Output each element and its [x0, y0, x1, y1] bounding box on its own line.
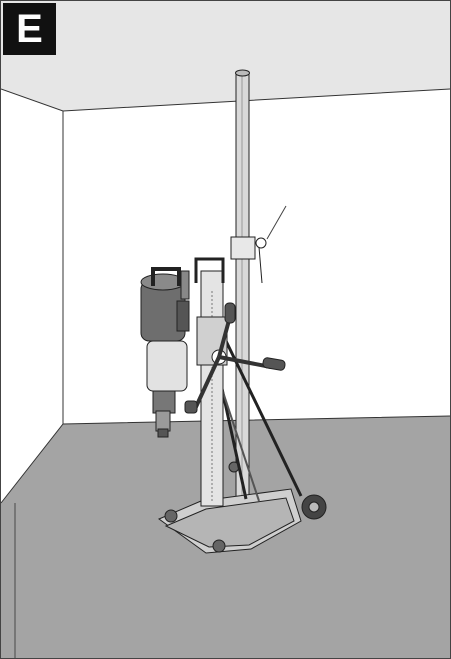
figure-label: E	[16, 7, 43, 51]
core-drill-stand	[140, 69, 327, 554]
ceiling	[1, 1, 450, 111]
left-wall	[1, 89, 63, 503]
figure-label-badge: E	[3, 3, 56, 55]
back-wall	[63, 89, 450, 424]
